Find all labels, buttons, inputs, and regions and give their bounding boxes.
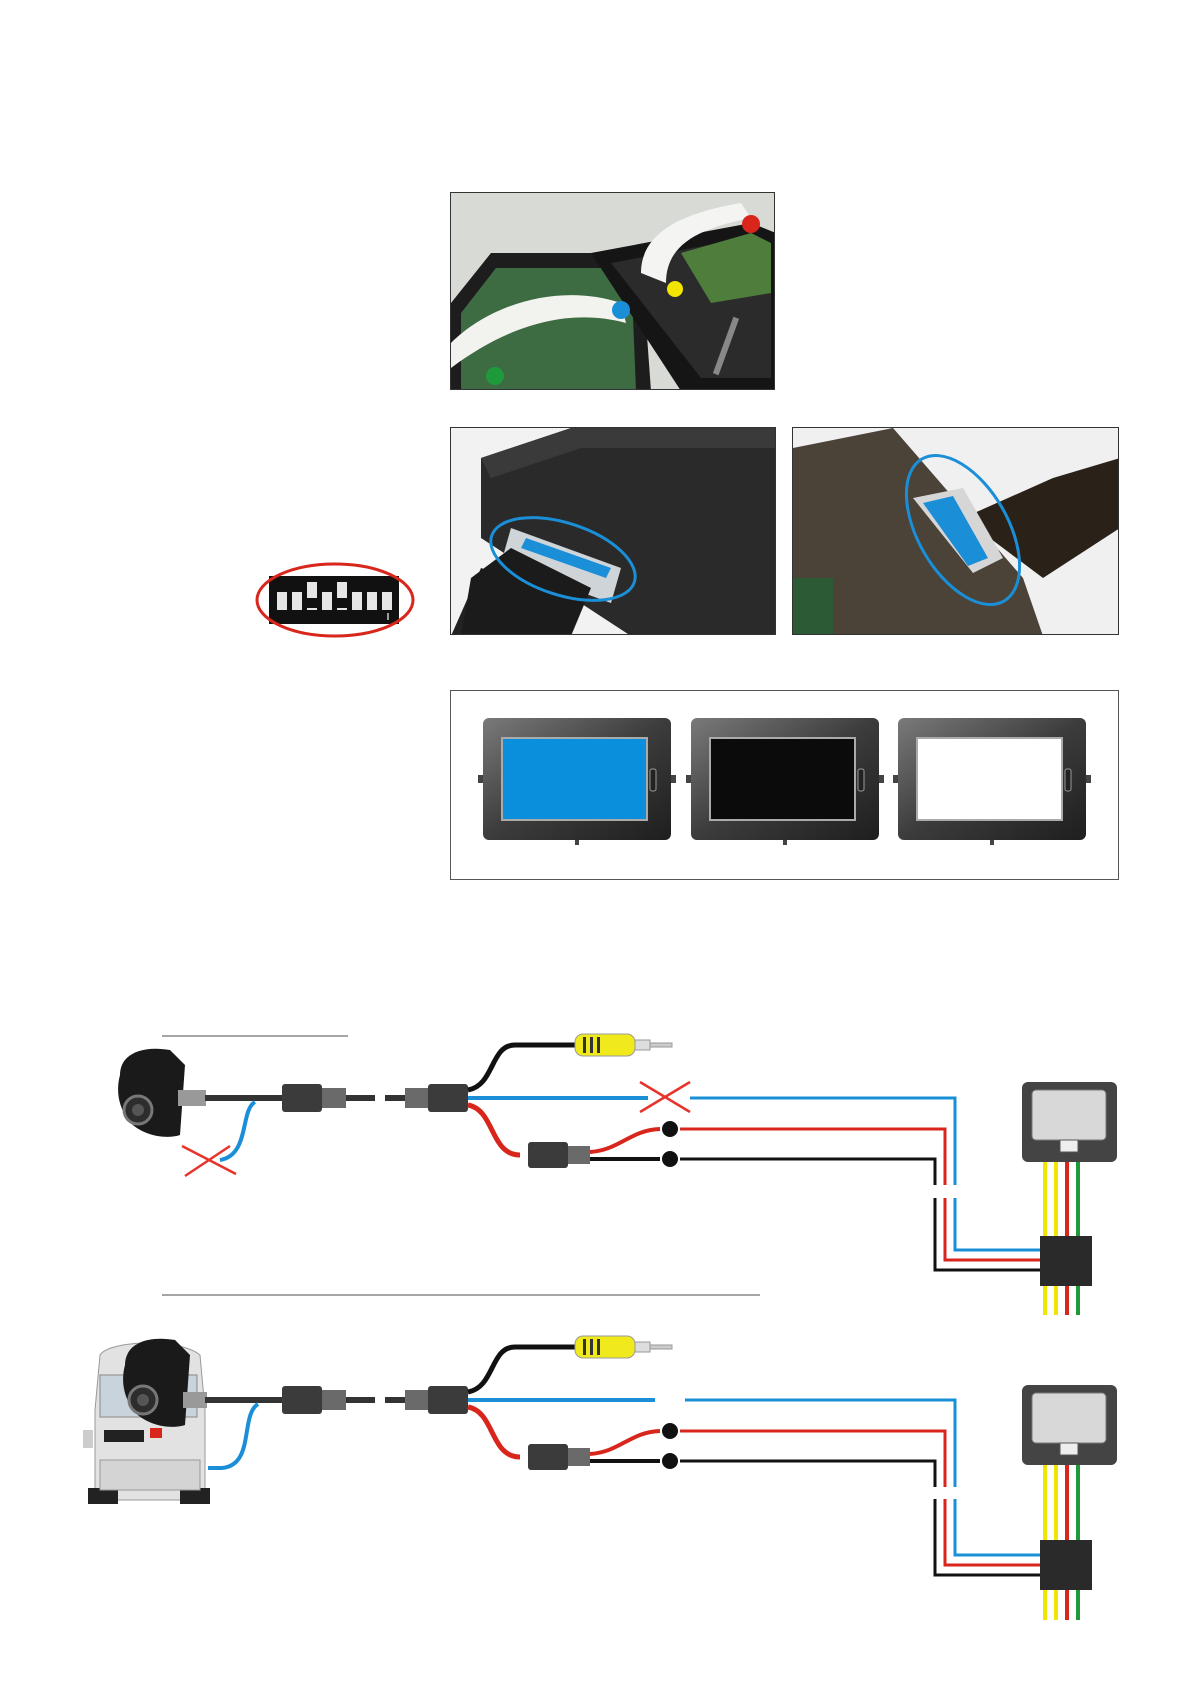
video-interface-module-icon [1022, 1082, 1117, 1162]
yellow-dot [667, 281, 683, 297]
screen-test-panel [450, 690, 1119, 880]
cable-connector [282, 1386, 322, 1414]
rca-connector-icon [575, 1034, 672, 1056]
cable-connector [428, 1084, 468, 1112]
rca-connector-icon [575, 1336, 672, 1358]
terminal-dot [662, 1151, 678, 1167]
terminal-dot [662, 1121, 678, 1137]
ribbon-cable-connectors-photo [450, 192, 775, 390]
terminal-dot [662, 1453, 678, 1469]
cable-connector [428, 1386, 468, 1414]
power-connector [528, 1142, 568, 1168]
terminal-dot [662, 1423, 678, 1439]
monitor-ribbon-connection-photo [792, 427, 1119, 635]
blue-dot [612, 301, 630, 319]
power-connector [528, 1444, 568, 1470]
wiring-diagram-without-reverse-signal [0, 1015, 1192, 1315]
wiring-diagram-with-vehicle [0, 1290, 1192, 1630]
module-ribbon-connection-photo [450, 427, 776, 635]
wiring-harness-plug [1040, 1540, 1092, 1590]
wiring-harness-plug [1040, 1236, 1092, 1286]
video-interface-module-icon [1022, 1385, 1117, 1465]
blue-screen [478, 718, 676, 845]
cut-wire-cross-icon [182, 1146, 236, 1176]
green-dot [486, 367, 504, 385]
camera-icon [118, 1049, 206, 1137]
cable-connector [282, 1084, 322, 1112]
black-screen [686, 718, 884, 845]
red-dot [742, 215, 760, 233]
white-screen [893, 718, 1091, 845]
dip-switch [255, 560, 425, 640]
